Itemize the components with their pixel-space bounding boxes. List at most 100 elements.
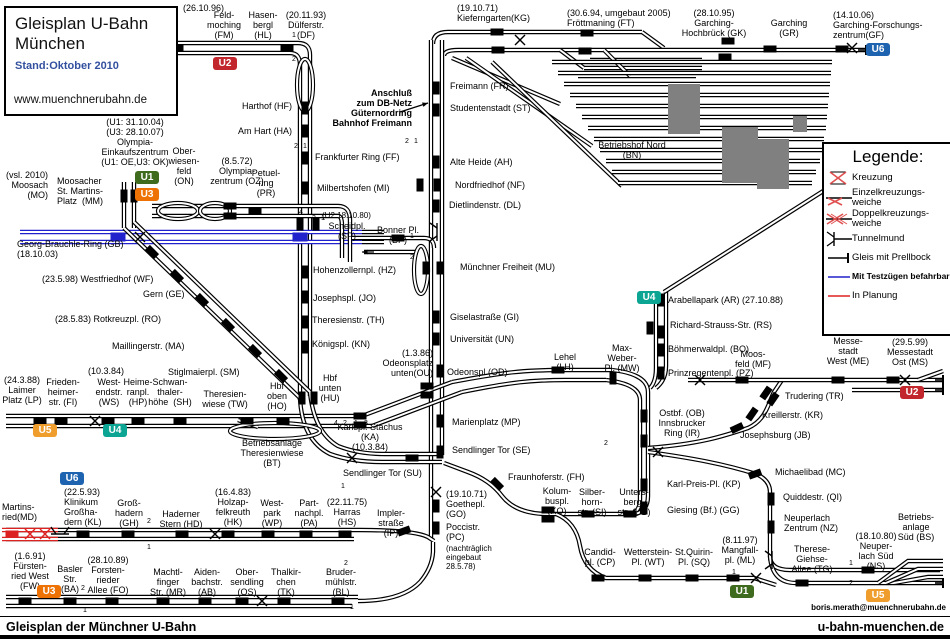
station-label: Kolum- buspl. (KO) (542, 486, 572, 517)
station-label: (nachträglich eingebaut 28.5.78) (446, 544, 492, 571)
station-label: Petuel- ring (PR) (251, 168, 281, 199)
station-label: (22.11.75) Harras (HS) (326, 497, 368, 528)
station-label: Hbf unten (HU) (318, 373, 342, 404)
track-number: 3 (312, 215, 316, 222)
legend-title: Legende: (852, 147, 924, 166)
station-box (886, 376, 900, 384)
station-label: Hbf oben (HO) (266, 381, 288, 412)
legend-item-label: Tunnelmund (852, 232, 905, 244)
legend-item: Gleis mit Prellbock (826, 249, 950, 267)
station-box (747, 468, 763, 480)
station-box (726, 574, 740, 582)
station-box (76, 530, 90, 538)
station-box (301, 181, 309, 195)
station-label: Impler- straße (IP) (376, 508, 406, 539)
station-label: Königspl. (KN) (312, 339, 371, 349)
station-label: Hasen- bergl (HL) (248, 10, 278, 41)
station-box (63, 597, 77, 605)
station-box (277, 597, 291, 605)
station-label: Quiddestr. (QI) (783, 492, 843, 502)
track-segment-inner (769, 555, 797, 584)
station-box (657, 325, 665, 339)
crossing-icon (346, 452, 358, 464)
legend-item: Kreuzung (826, 169, 950, 187)
track-number: 1 (414, 138, 418, 145)
station-box (396, 525, 412, 537)
station-box (541, 506, 555, 514)
station-label: (24.3.88) Laimer Platz (LP) (2, 375, 42, 406)
footer-caption: Gleisplan der Münchner U-Bahn (6, 620, 197, 634)
line-badge-u1: U1 (730, 585, 754, 598)
station-box (130, 189, 138, 203)
station-label: (28.10.95) Garching- Hochbrück (GK) (681, 8, 747, 39)
crossing-icon (134, 231, 146, 243)
track-map: (26.10.96)Feld- moching (FM)Hasen- bergl… (2, 3, 950, 614)
website-link[interactable]: www.muenchnerubahn.de (14, 94, 147, 106)
track-number: 1 (354, 420, 358, 427)
legend-item-label: Kreuzung (852, 172, 893, 184)
station-box (609, 371, 617, 385)
station-label: Wetterstein- Pl. (WT) (623, 547, 673, 568)
station-label: Harthof (HF) (242, 101, 293, 111)
crossing-icon (846, 42, 858, 54)
track-number: 2 (604, 440, 608, 447)
station-box (280, 44, 294, 52)
station-box (220, 317, 236, 333)
author-email[interactable]: boris.merath@muenchnerubahn.de (811, 603, 946, 612)
station-label: (20.11.93) Dülferstr. (DF) (285, 10, 327, 41)
line-badge-u2: U2 (900, 386, 924, 399)
station-box (436, 261, 444, 275)
station-box (173, 417, 187, 425)
station-box (301, 290, 309, 304)
station-box (759, 385, 773, 401)
station-box (248, 207, 262, 215)
station-box (5, 530, 19, 538)
einzel-icon (826, 197, 852, 206)
line-badge-u5: U5 (33, 424, 57, 437)
crossing-icon (750, 572, 762, 584)
depot-building (757, 139, 789, 189)
track-network-svg (2, 28, 944, 609)
station-box (235, 597, 249, 605)
station-label: Ober- sendling (OS) (230, 567, 264, 598)
station-box (432, 199, 440, 213)
station-label: Karl-Preis-Pl. (KP) (667, 479, 741, 489)
track-number: 1 (303, 143, 307, 150)
station-label: Prinzregentenpl. (PZ) (668, 368, 754, 378)
station-box (120, 189, 128, 203)
track-segment (605, 377, 643, 456)
station-box (338, 530, 352, 538)
station-box (581, 510, 595, 518)
station-label: Unters- berg- str. (UB) (617, 487, 651, 518)
station-label: Therese- Giehse- Allee (TG) (791, 544, 833, 575)
station-label: Heime- ranpl. (HP) (123, 377, 153, 408)
station-box (640, 409, 648, 423)
legend-item-label: Doppelkreuzungs- weiche (852, 207, 930, 229)
station-label: Theresienstr. (TH) (312, 315, 385, 325)
station-box (331, 597, 345, 605)
station-label: (19.10.71) Kieferngarten(KG) (457, 3, 531, 24)
station-label: Trudering (TR) (785, 391, 844, 401)
station-label: (U2:18.10.80) (322, 211, 371, 220)
station-box (391, 234, 405, 242)
title-box: Gleisplan U-Bahn München Stand:Oktober 2… (4, 6, 178, 116)
station-label: Gern (GE) (143, 289, 185, 299)
station-box (422, 261, 430, 275)
test-icon (828, 276, 850, 278)
track-segment-inner (465, 57, 593, 147)
station-box (835, 45, 849, 53)
map-date-stand: Stand:Oktober 2010 (15, 60, 119, 72)
crossing-icon (39, 528, 51, 540)
station-label: (8.5.72) Olympia- zentrum (OZ) (210, 156, 264, 187)
station-label: Kreillerstr. (KR) (762, 410, 824, 420)
bottom-black-bar (0, 635, 950, 639)
station-box (640, 501, 648, 515)
track-number: 2 (294, 143, 298, 150)
track-segment-inner (555, 513, 754, 579)
footer-site-link[interactable]: u-bahn-muenchen.de (817, 620, 944, 634)
track-segment (430, 29, 642, 45)
station-box (763, 45, 777, 53)
track-number: 2 (405, 138, 409, 145)
